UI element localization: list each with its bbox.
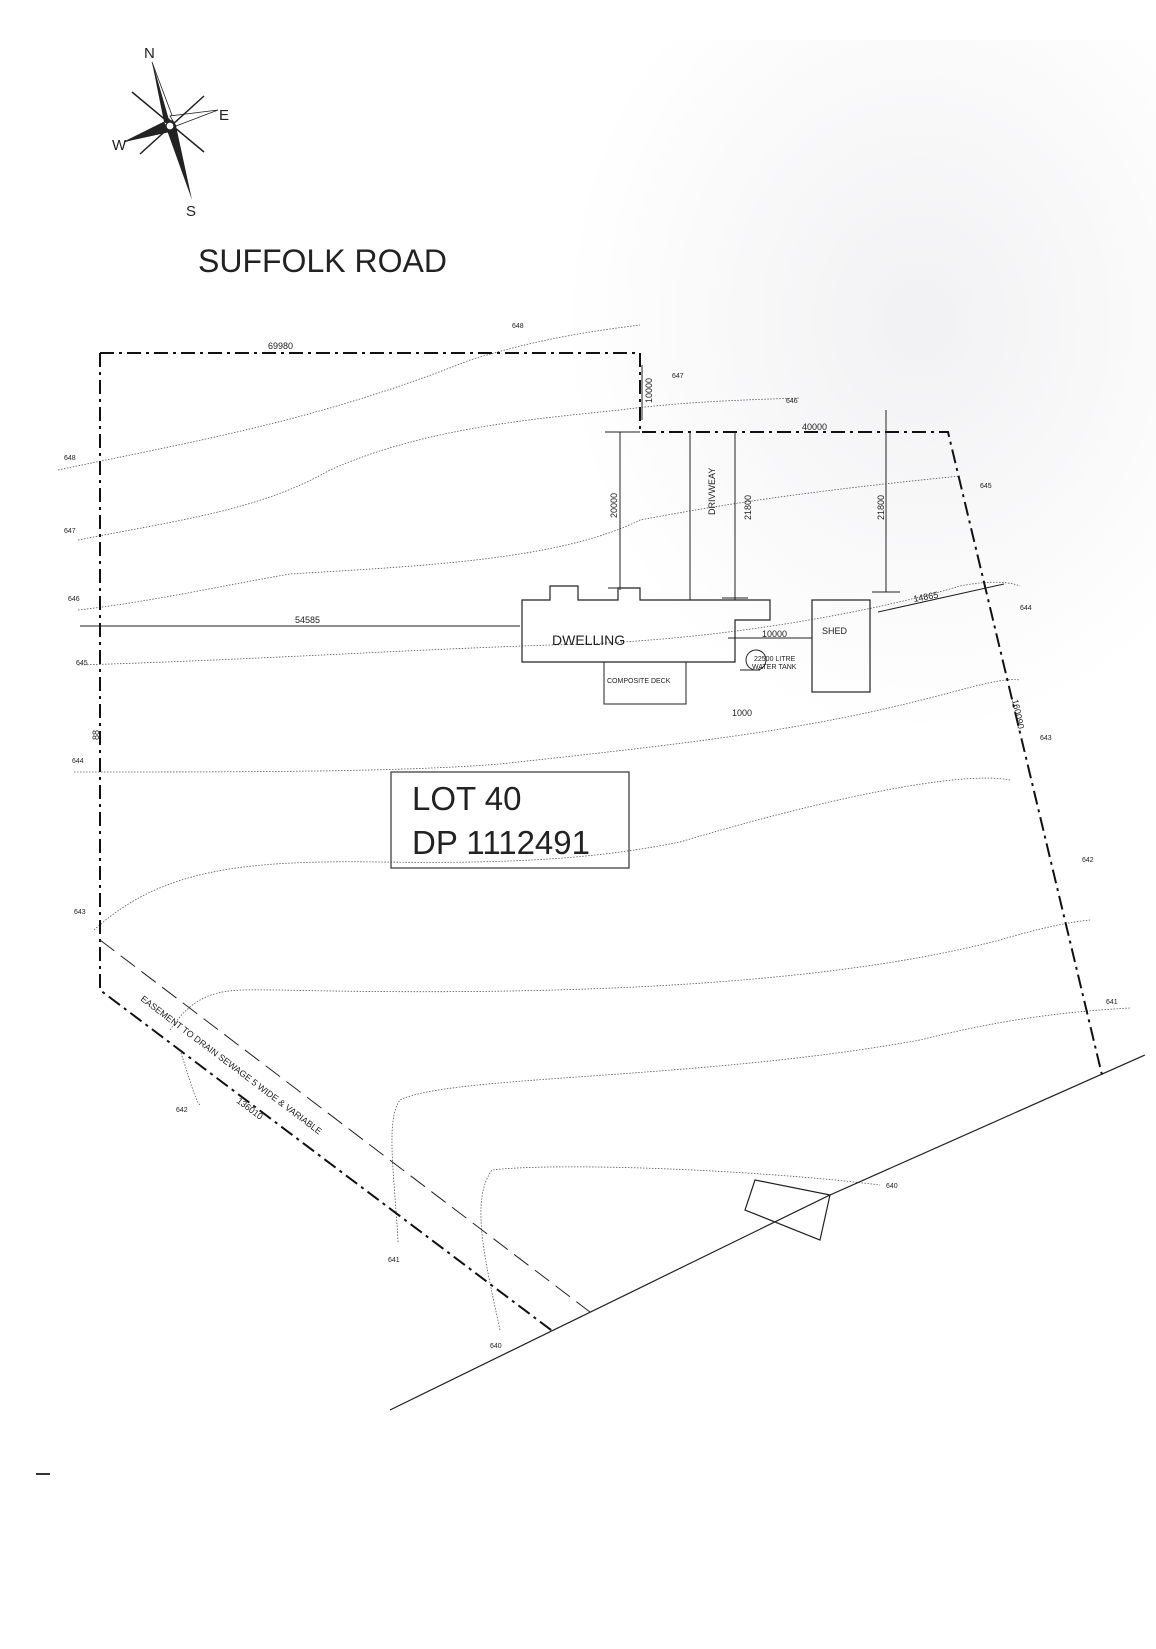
contour-label: 648 [64, 455, 76, 462]
dim-setback-shed: 21800 [876, 495, 886, 520]
contour-label: 647 [64, 528, 76, 535]
compass-east-label: E [219, 107, 229, 124]
contour-label: 642 [176, 1107, 188, 1114]
compass-west-label: W [112, 137, 127, 154]
dim-top: 69980 [268, 341, 293, 351]
dim-deck-offset: 1000 [732, 708, 752, 718]
water-tank-icon [745, 649, 767, 671]
contour-label: 648 [512, 323, 524, 330]
contour-label: 642 [1082, 857, 1094, 864]
lot-boundary-north-east [100, 352, 1103, 1076]
shed-label: SHED [822, 626, 848, 636]
contour-label: 644 [72, 758, 84, 765]
dim-easement: 136010 [235, 1096, 265, 1122]
contour-label: 646 [786, 398, 798, 405]
dim-shed-offset: 14865 [913, 590, 939, 604]
compass-south-label: S [186, 203, 196, 220]
lot-label-box [390, 771, 630, 869]
dim-setback-drive: 21800 [743, 495, 753, 520]
tank-label-line1: 22500 LITRE [754, 656, 796, 663]
dwelling-outline [521, 585, 771, 663]
lot-number: LOT 40 [412, 780, 521, 817]
contour-label: 640 [886, 1183, 898, 1190]
contour-label: 645 [980, 483, 992, 490]
easement-note: EASEMENT TO DRAIN SEWAGE 5 WIDE & VARIAB… [139, 994, 324, 1137]
contour-label: 646 [68, 596, 80, 603]
contour-label: 644 [1020, 605, 1032, 612]
dwelling-label: DWELLING [552, 632, 625, 648]
easement-line [99, 939, 591, 1313]
south-boundary [389, 1054, 1146, 1411]
compass-north-label: N [144, 45, 155, 62]
shed-outline [811, 599, 871, 693]
composite-deck [603, 661, 687, 705]
contour-label: 641 [1106, 999, 1118, 1006]
compass-rose-icon [123, 61, 219, 200]
driveway-label: DRIVWEAY [707, 468, 717, 515]
dim-notch: 10000 [644, 378, 654, 403]
contour-label: 643 [1040, 735, 1052, 742]
dim-west-offset: 54585 [295, 615, 320, 625]
road-name: SUFFOLK ROAD [198, 243, 447, 279]
dim-setback-front: 20000 [609, 493, 619, 518]
contour-label: 641 [388, 1257, 400, 1264]
dim-west-side: 88 [91, 730, 101, 740]
dim-top-right: 40000 [802, 422, 827, 432]
contour-label: 640 [490, 1343, 502, 1350]
deck-label: COMPOSITE DECK [607, 678, 671, 685]
contour-lines [57, 324, 1131, 1331]
lot-dp: DP 1112491 [412, 824, 590, 861]
dim-east-side: 160090 [1010, 698, 1026, 729]
dimension-lines [80, 365, 1005, 671]
contour-label: 645 [76, 660, 88, 667]
tank-label-line2: WATER TANK [752, 664, 797, 671]
dim-dwelling-shed: 10000 [762, 629, 787, 639]
contour-label: 643 [74, 909, 86, 916]
contour-label: 647 [672, 373, 684, 380]
